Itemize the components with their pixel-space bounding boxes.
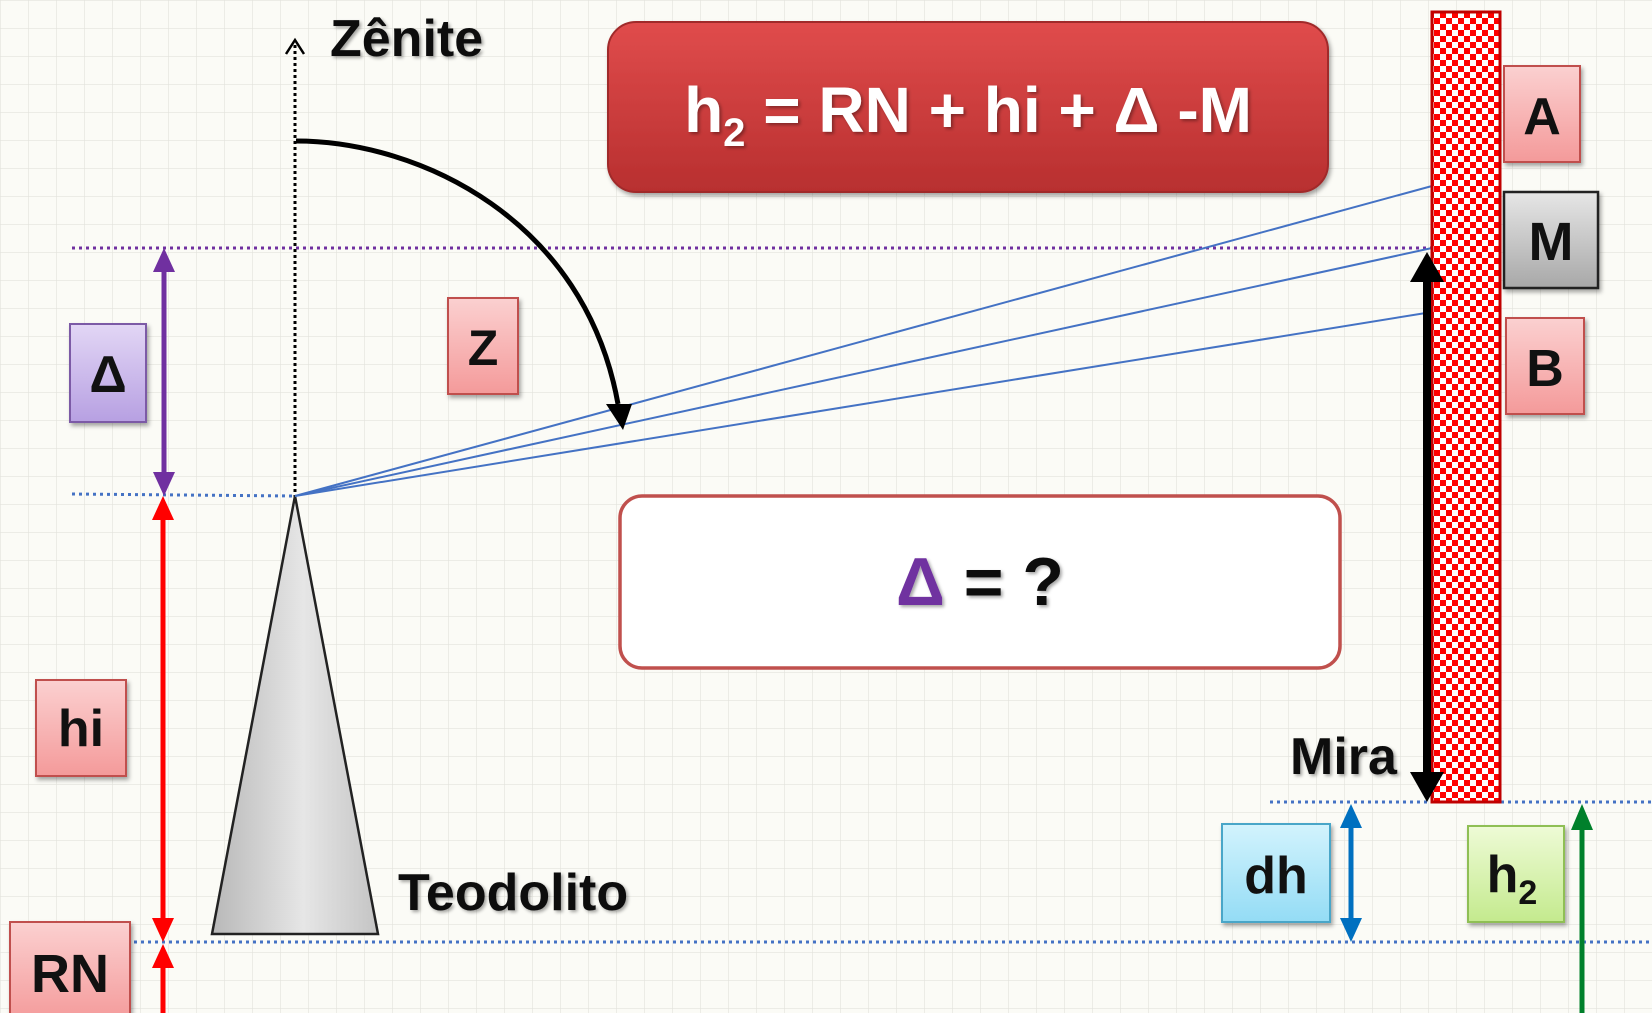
delta-question-symbol: Δ (896, 544, 945, 620)
sight-lines (294, 185, 1433, 497)
delta-arrow (153, 248, 175, 496)
h2-main: h (1487, 846, 1519, 904)
mira-reading-arrow (1410, 252, 1444, 802)
h2-sub: 2 (1518, 874, 1537, 912)
formula-subscript: 2 (723, 111, 745, 155)
z-text: Z (468, 320, 499, 376)
label-delta: Δ (69, 323, 147, 423)
hi-text: hi (58, 700, 104, 758)
dh-text: dh (1244, 847, 1308, 905)
label-b: B (1505, 317, 1585, 415)
label-a: A (1503, 65, 1581, 163)
hi-arrow (152, 496, 174, 942)
mira-label: Mira (1290, 728, 1398, 786)
zenith-arrow (284, 37, 306, 678)
formula-rest: = RN + hi + Δ -M (745, 74, 1252, 146)
delta-text: Δ (89, 346, 126, 404)
svg-text:h2 = RN + hi + Δ -M: h2 = RN + hi + Δ -M (684, 74, 1252, 155)
teodolito-label: Teodolito (398, 864, 628, 922)
label-dh: dh (1221, 823, 1331, 923)
a-text: A (1523, 88, 1561, 146)
label-m: M (1502, 190, 1600, 290)
m-text: M (1529, 212, 1574, 272)
label-hi: hi (35, 679, 127, 777)
formula-box: h2 = RN + hi + Δ -M (607, 21, 1329, 193)
svg-text:Δ = ?: Δ = ? (896, 544, 1064, 620)
h2-arrow (1571, 804, 1593, 1013)
theodolite-tripod (210, 495, 380, 936)
instrument-height-reference-line (71, 492, 296, 498)
zenith-angle-arc (295, 138, 632, 430)
label-z: Z (447, 297, 519, 395)
b-text: B (1526, 340, 1564, 398)
delta-question-box: Δ = ? (618, 494, 1342, 670)
zenith-label: Zênite (330, 10, 483, 68)
svg-text:h2: h2 (1487, 846, 1538, 912)
formula-h: h (684, 74, 723, 146)
delta-question-rest: = ? (945, 544, 1064, 620)
rn-arrow (152, 944, 174, 1013)
label-rn: RN (9, 921, 131, 1013)
leveling-staff (1430, 10, 1502, 804)
rn-text: RN (31, 944, 109, 1004)
label-h2: h2 (1467, 825, 1565, 923)
dh-arrow (1340, 804, 1362, 942)
